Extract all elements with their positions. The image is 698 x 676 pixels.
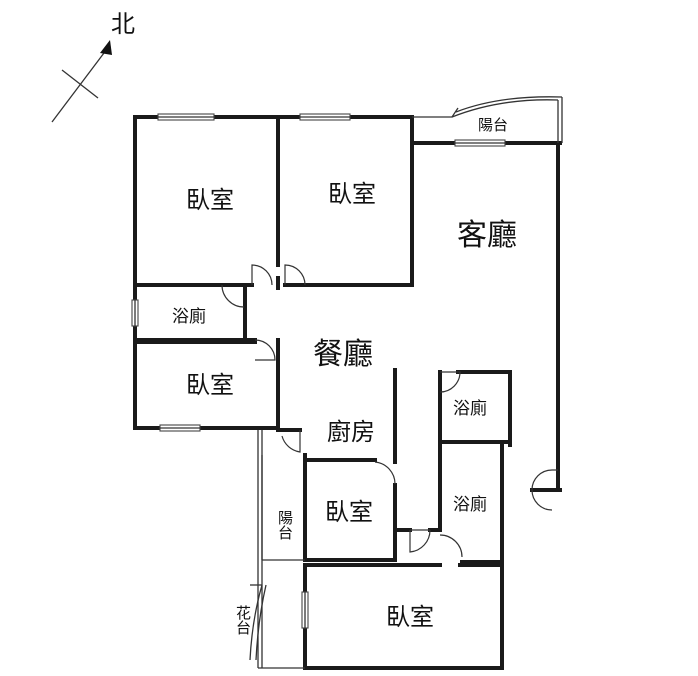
room-label-bath-e1: 浴廁 (453, 398, 487, 419)
room-label-bedroom-n: 臥室 (328, 180, 376, 208)
room-label-balcony-left: 陽台 (276, 510, 294, 540)
room-label-balcony-top: 陽台 (478, 116, 508, 134)
door-icon (281, 430, 301, 453)
door-icon (439, 534, 463, 558)
room-label-living-room: 客廳 (457, 218, 517, 253)
balcony-left-area (249, 430, 305, 669)
room-label-dining-room: 餐廳 (313, 337, 373, 372)
room-label-bath-w: 浴廁 (172, 306, 206, 327)
door-icon (531, 469, 558, 491)
room-label-bedroom-w: 臥室 (186, 371, 234, 399)
room-label-bedroom-s: 臥室 (325, 498, 373, 526)
door-icon (284, 264, 306, 286)
room-labels: 臥室 臥室 客廳 陽台 浴廁 餐廳 臥室 廚房 浴廁 浴廁 臥室 臥室 (172, 116, 517, 631)
room-label-bath-e2: 浴廁 (453, 494, 487, 515)
north-arrow-icon (100, 40, 112, 55)
door-icon (531, 489, 553, 511)
balcony-top-area (412, 96, 563, 143)
door-icon (439, 371, 461, 393)
door-icon (374, 461, 396, 485)
room-label-kitchen: 廚房 (327, 418, 375, 446)
door-icon (221, 284, 245, 308)
windows (131, 113, 506, 629)
room-label-bedroom-nw: 臥室 (186, 186, 234, 214)
door-icon (251, 264, 273, 286)
door-icon (409, 529, 431, 553)
doors (221, 264, 558, 558)
door-icon (254, 339, 276, 361)
compass-label: 北 (111, 10, 135, 38)
room-label-bedroom-se: 臥室 (386, 603, 434, 631)
vertical-labels: 陽台 花台 (234, 510, 294, 635)
north-compass: 北 (51, 10, 135, 123)
room-label-laundry: 花台 (234, 605, 252, 635)
